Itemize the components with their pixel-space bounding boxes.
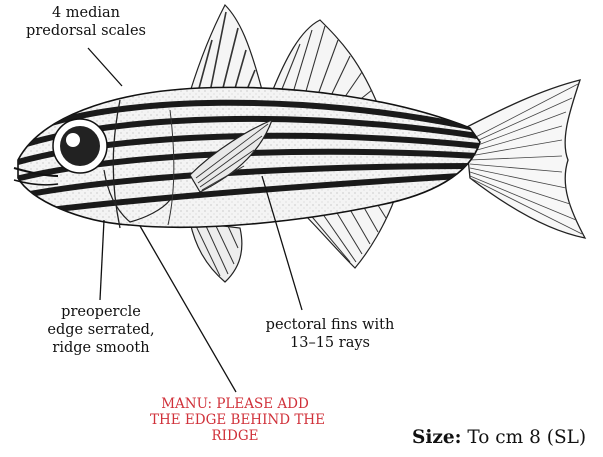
pelvic-fin xyxy=(190,222,242,282)
label-line: predorsal scales xyxy=(26,22,146,40)
note-line: MANU: PLEASE ADD xyxy=(150,396,320,412)
leader-scales xyxy=(88,48,122,86)
label-line: pectoral fins with xyxy=(250,316,410,334)
note-line: RIDGE xyxy=(150,428,320,444)
label-line: 13–15 rays xyxy=(250,334,410,352)
first-dorsal-fin xyxy=(190,5,262,92)
size-label: Size: xyxy=(412,427,462,448)
label-pectoral-fins: pectoral fins with 13–15 rays xyxy=(250,316,410,352)
caudal-fin xyxy=(465,80,585,238)
size-value: To cm 8 (SL) xyxy=(467,427,586,448)
size-caption: Size: To cm 8 (SL) xyxy=(412,427,586,448)
editor-note: MANU: PLEASE ADD THE EDGE BEHIND THE RID… xyxy=(150,396,320,444)
label-predorsal-scales: 4 median predorsal scales xyxy=(26,4,146,40)
label-line: edge serrated, xyxy=(36,321,166,339)
label-line: 4 median xyxy=(26,4,146,22)
label-line: ridge smooth xyxy=(36,339,166,357)
leader-preopercle xyxy=(100,220,104,300)
eye xyxy=(53,119,107,173)
label-line: preopercle xyxy=(36,303,166,321)
label-preopercle: preopercle edge serrated, ridge smooth xyxy=(36,303,166,357)
note-line: THE EDGE BEHIND THE xyxy=(150,412,320,428)
